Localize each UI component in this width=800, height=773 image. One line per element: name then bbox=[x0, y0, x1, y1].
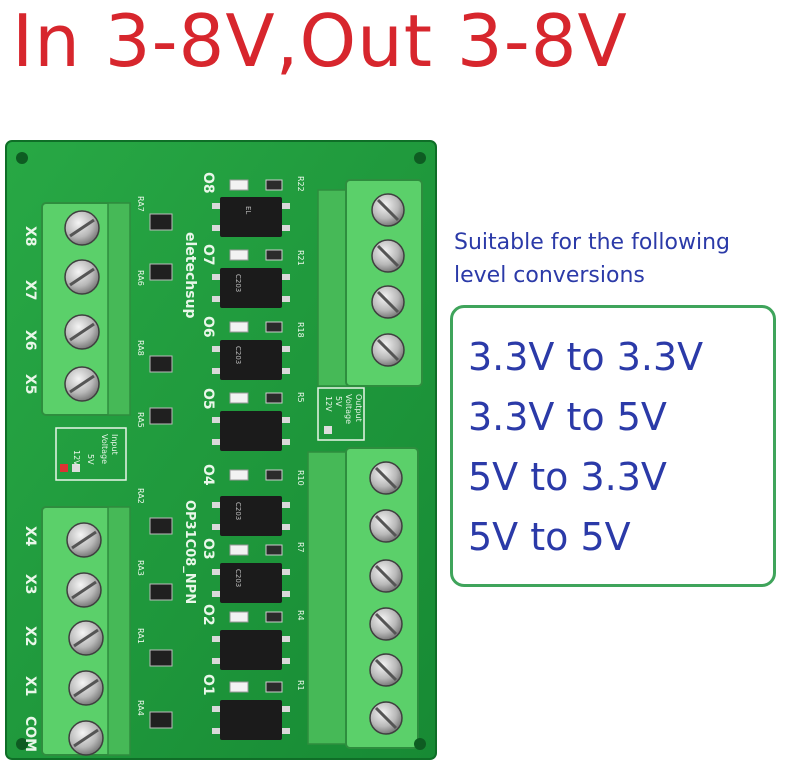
resistor-label: RA7 bbox=[136, 196, 145, 212]
chip-code: C203 bbox=[234, 569, 242, 587]
intro-line-1: Suitable for the following bbox=[454, 230, 730, 255]
output-voltage-12v: 12V bbox=[324, 396, 333, 412]
resistor-label: R1 bbox=[296, 680, 305, 691]
mounting-hole bbox=[16, 152, 28, 164]
resistor-label: R5 bbox=[296, 392, 305, 403]
input-voltage-line2: Voltage bbox=[100, 434, 109, 464]
output-voltage-line2: Voltage bbox=[344, 394, 353, 424]
output-voltage-jumper bbox=[317, 387, 365, 441]
intro-line-2: level conversions bbox=[454, 263, 645, 288]
output-label-o6: O6 bbox=[200, 316, 216, 338]
output-label-o1: O1 bbox=[200, 674, 216, 696]
pcb-board-image: eletechsup OP31C08_NPN X8 X7 X6 X5 X4 X3… bbox=[5, 140, 437, 760]
output-label-o2: O2 bbox=[200, 604, 216, 626]
output-voltage-line1: Output bbox=[354, 394, 363, 422]
resistor-label: RA8 bbox=[136, 340, 145, 356]
brand-label: eletechsup bbox=[182, 232, 198, 319]
terminal-block-left-top bbox=[41, 202, 131, 416]
input-voltage-jumper bbox=[55, 427, 127, 481]
input-label-x2: X2 bbox=[22, 626, 38, 647]
resistor-label: R21 bbox=[296, 250, 305, 266]
output-label-o3: O3 bbox=[200, 538, 216, 560]
output-label-o7: O7 bbox=[200, 244, 216, 266]
mounting-hole bbox=[414, 152, 426, 164]
resistor-label: R10 bbox=[296, 470, 305, 486]
conversion-item: 3.3V to 5V bbox=[468, 395, 667, 439]
resistor-label: RA3 bbox=[136, 560, 145, 576]
terminal-block-right-bottom bbox=[307, 447, 419, 749]
smd-leds bbox=[229, 179, 283, 693]
resistor-label: RA2 bbox=[136, 488, 145, 504]
chip-code: C203 bbox=[234, 346, 242, 364]
chip-code: C203 bbox=[234, 274, 242, 292]
input-label-x1: X1 bbox=[22, 676, 38, 697]
resistor-label: RA5 bbox=[136, 412, 145, 428]
conversion-item: 5V to 3.3V bbox=[468, 455, 667, 499]
input-label-x8: X8 bbox=[22, 226, 38, 247]
output-label-o5: O5 bbox=[200, 388, 216, 410]
conversion-item: 5V to 5V bbox=[468, 515, 631, 559]
input-voltage-12v: 12V bbox=[72, 450, 81, 466]
optocoupler-column bbox=[220, 197, 282, 740]
resistor-label: R18 bbox=[296, 322, 305, 338]
input-label-x5: X5 bbox=[22, 374, 38, 395]
conversions-box bbox=[450, 305, 776, 587]
output-label-o4: O4 bbox=[200, 464, 216, 486]
chip-pins bbox=[212, 203, 290, 734]
terminal-block-left-bottom bbox=[41, 506, 131, 756]
chip-label: EL bbox=[244, 206, 252, 214]
resistor-label: R4 bbox=[296, 610, 305, 621]
model-label: OP31C08_NPN bbox=[182, 500, 197, 604]
resistor-label: R22 bbox=[296, 176, 305, 192]
mounting-hole bbox=[16, 738, 28, 750]
resistor-label: RA1 bbox=[136, 628, 145, 644]
conversion-item: 3.3V to 3.3V bbox=[468, 335, 704, 379]
input-label-com: COM bbox=[22, 716, 38, 752]
input-label-x6: X6 bbox=[22, 330, 38, 351]
mounting-hole bbox=[414, 738, 426, 750]
resistor-label: RA6 bbox=[136, 270, 145, 286]
input-voltage-line1: Input bbox=[110, 434, 119, 455]
chip-code: C203 bbox=[234, 502, 242, 520]
input-label-x4: X4 bbox=[22, 526, 38, 547]
resistor-label: R7 bbox=[296, 542, 305, 553]
intro-text: Suitable for the following level convers… bbox=[454, 226, 800, 292]
resistor-arrays bbox=[149, 213, 173, 729]
input-label-x7: X7 bbox=[22, 280, 38, 301]
output-label-o8: O8 bbox=[200, 172, 216, 194]
terminal-block-right-top bbox=[317, 179, 423, 387]
resistor-label: RA4 bbox=[136, 700, 145, 716]
page-title: In 3-8V,Out 3-8V bbox=[12, 0, 628, 83]
input-label-x3: X3 bbox=[22, 574, 38, 595]
output-voltage-5v: 5V bbox=[334, 396, 343, 407]
input-voltage-5v: 5V bbox=[86, 454, 95, 465]
